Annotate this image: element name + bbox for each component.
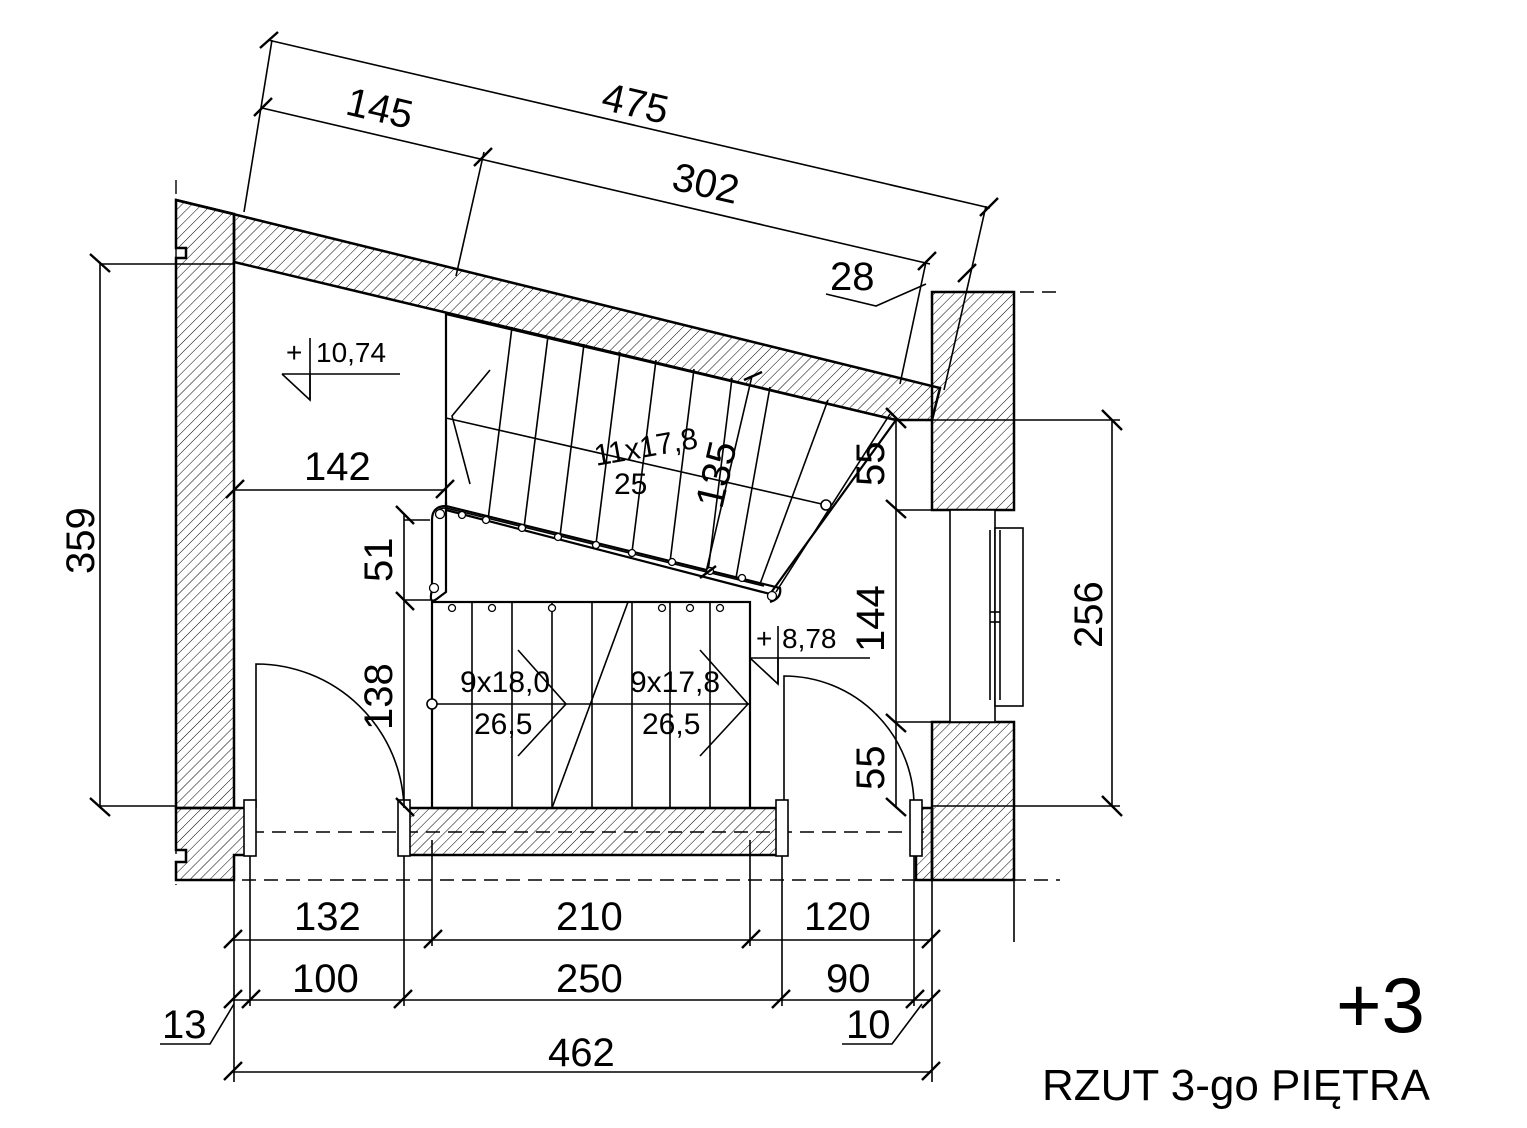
- upper-flight-tread: 25: [614, 468, 647, 501]
- level-lower-sign: +: [756, 623, 772, 654]
- dim-132: 132: [294, 895, 361, 939]
- lower-right-count: 9x17,8: [630, 666, 720, 699]
- slanted-top-wall: [175, 198, 942, 422]
- dim-13: 13: [162, 1003, 207, 1047]
- dimension-lines: [89, 31, 1123, 1082]
- stair-annotations: 11x17,8 25 9x18,0 26,5 9x17,8 26,5: [460, 422, 720, 741]
- doors: [243, 663, 923, 857]
- level-marker-upper: + 10,74: [281, 337, 400, 402]
- level-marker-lower: + 8,78: [749, 623, 870, 686]
- dim-120: 120: [804, 895, 871, 939]
- lower-left-count: 9x18,0: [460, 666, 550, 699]
- level-upper-value: 10,74: [316, 337, 386, 368]
- dimension-labels: 475 145 302 28 359 142 51 138 135 55 144…: [59, 75, 1111, 1075]
- floor-mark: +3: [1336, 961, 1425, 1049]
- stair-lower-flight: [426, 600, 752, 810]
- right-wall-upper: [930, 290, 1016, 512]
- bottom-wall-left: [174, 806, 252, 882]
- window: [949, 509, 1024, 723]
- dim-475: 475: [598, 75, 673, 133]
- axis-lines: [175, 180, 1060, 885]
- level-upper-sign: +: [286, 337, 302, 368]
- lower-left-tread: 26,5: [474, 708, 532, 741]
- dim-359: 359: [59, 507, 103, 574]
- dim-55-lower: 55: [849, 746, 893, 791]
- dim-256: 256: [1067, 581, 1111, 648]
- dim-144: 144: [849, 585, 893, 652]
- dim-90: 90: [826, 957, 871, 1001]
- dim-302: 302: [668, 155, 743, 213]
- dim-10: 10: [846, 1003, 891, 1047]
- dim-55-upper: 55: [849, 442, 893, 487]
- lower-right-tread: 26,5: [642, 708, 700, 741]
- dim-250: 250: [556, 957, 623, 1001]
- dim-51: 51: [357, 538, 401, 583]
- dim-28: 28: [830, 255, 875, 299]
- upper-flight-count: 11x17,8: [592, 422, 701, 473]
- stair-upper-flight: [428, 312, 898, 604]
- plan-title: RZUT 3-go PIĘTRA: [1042, 1061, 1431, 1110]
- dim-462: 462: [548, 1031, 615, 1075]
- right-door-swing: [783, 675, 915, 809]
- dim-210: 210: [556, 895, 623, 939]
- dim-100: 100: [292, 957, 359, 1001]
- dim-142: 142: [304, 445, 371, 489]
- right-wall-lower: [930, 720, 1016, 882]
- left-door-swing: [255, 663, 405, 809]
- left-wall: [174, 198, 236, 810]
- dim-138: 138: [357, 663, 401, 730]
- level-lower-value: 8,78: [782, 623, 837, 654]
